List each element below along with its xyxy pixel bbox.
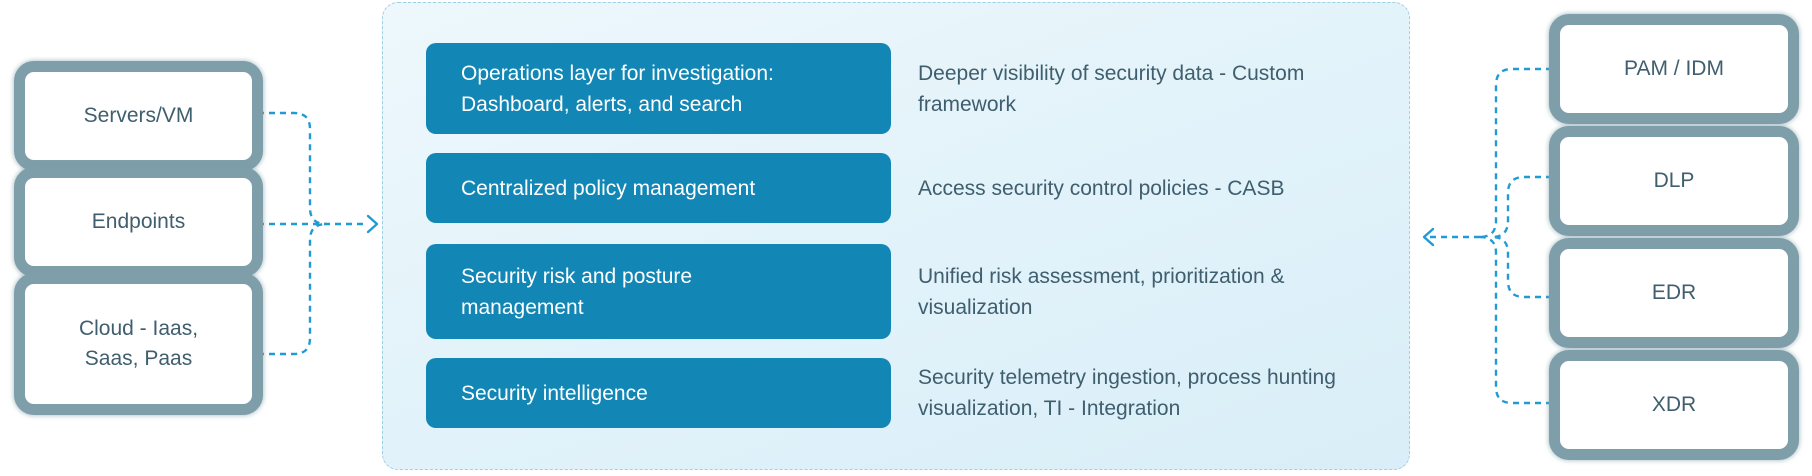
source-column: Servers/VM Endpoints Cloud - Iaas, Saas,… xyxy=(14,61,263,415)
connector-cloud-to-panel xyxy=(258,222,327,356)
connector-pam-to-panel xyxy=(1479,67,1552,239)
node-cloud-label: Cloud - Iaas, Saas, Paas xyxy=(78,317,199,370)
capability-description: Unified risk assessment, prioritization … xyxy=(918,264,1285,319)
capability-button-operations-layer: Operations layer for investigation: Dash… xyxy=(426,43,891,134)
capability-description: Access security control policies - CASB xyxy=(918,176,1285,200)
capability-button-label: Security intelligence xyxy=(461,381,648,405)
siem-capabilities-panel: Operations layer for investigation: Dash… xyxy=(382,2,1410,470)
right-arrowhead-icon xyxy=(366,214,379,234)
capability-description: Security telemetry ingestion, process hu… xyxy=(918,366,1336,420)
capability-row: Operations layer for investigation: Dash… xyxy=(426,43,1418,134)
node-cloud: Cloud - Iaas, Saas, Paas xyxy=(14,273,263,415)
node-dlp: DLP xyxy=(1549,126,1799,236)
connector-dlp-to-panel xyxy=(1491,175,1552,239)
node-edr: EDR xyxy=(1549,238,1799,348)
capability-row: Security risk and posture management Uni… xyxy=(426,244,1418,339)
capability-button-label: Operations layer for investigation: Dash… xyxy=(461,61,774,116)
connector-edr-to-panel xyxy=(1491,235,1552,299)
capability-row: Security intelligence Security telemetry… xyxy=(426,358,1418,428)
capability-description: Deeper visibility of security data - Cus… xyxy=(918,61,1305,116)
capability-button-label: Centralized policy management xyxy=(461,176,756,200)
node-xdr-label: XDR xyxy=(1651,393,1697,416)
node-xdr: XDR xyxy=(1549,350,1799,460)
connector-servers-to-panel xyxy=(258,111,327,226)
node-servers-vm: Servers/VM xyxy=(14,61,263,171)
capability-button-policy-management: Centralized policy management xyxy=(426,153,891,223)
capability-row: Centralized policy management Access sec… xyxy=(426,153,1418,223)
capability-button-security-intelligence: Security intelligence xyxy=(426,358,891,428)
node-pam-idm-label: PAM / IDM xyxy=(1624,57,1724,80)
node-endpoints: Endpoints xyxy=(14,167,263,277)
node-dlp-label: DLP xyxy=(1653,169,1695,192)
integration-column: PAM / IDM DLP EDR XDR xyxy=(1549,14,1799,460)
node-endpoints-label: Endpoints xyxy=(91,210,186,233)
connector-xdr-to-panel xyxy=(1479,235,1552,405)
left-connector-group xyxy=(258,111,368,356)
left-arrowhead-icon xyxy=(1422,227,1435,247)
node-servers-vm-label: Servers/VM xyxy=(83,104,194,127)
capability-button-label: Security risk and posture management xyxy=(461,264,693,319)
right-connector-group xyxy=(1424,67,1552,405)
capability-button-risk-posture: Security risk and posture management xyxy=(426,244,891,339)
node-pam-idm: PAM / IDM xyxy=(1549,14,1799,124)
node-edr-label: EDR xyxy=(1651,281,1697,304)
